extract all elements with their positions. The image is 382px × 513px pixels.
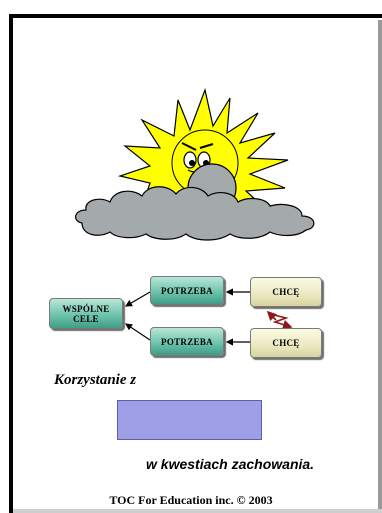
arrow-need-top-to-goals [124, 291, 151, 307]
frame-shadow-bottom [13, 509, 382, 513]
cloud [75, 186, 315, 241]
sun-eyebrow-left [181, 142, 197, 151]
frame-shadow-right [378, 20, 382, 513]
answer-box[interactable] [117, 400, 262, 440]
caption-line-2: w kwestiach zachowania. [146, 456, 315, 472]
copyright-footer: TOC For Education inc. © 2003 [109, 493, 273, 507]
arrow-need-bottom-to-goals [125, 323, 151, 341]
caption-line-1: Korzystanie z [54, 372, 137, 388]
frame-border-top [9, 14, 382, 18]
want-top-box: CHCĘ [250, 277, 322, 307]
sun-behind-cloud-icon [75, 88, 315, 241]
want-bottom-box: CHCĘ [250, 328, 322, 358]
conflict-arrow [269, 313, 293, 330]
sun-eyebrow-right [199, 143, 214, 149]
frame-border-left [9, 14, 13, 513]
sun-eye-left [183, 151, 197, 169]
common-goals-box: WSPÓLNE CELE [49, 298, 123, 329]
need-top-box: POTRZEBA [150, 276, 224, 305]
need-bottom-box: POTRZEBA [150, 327, 224, 356]
